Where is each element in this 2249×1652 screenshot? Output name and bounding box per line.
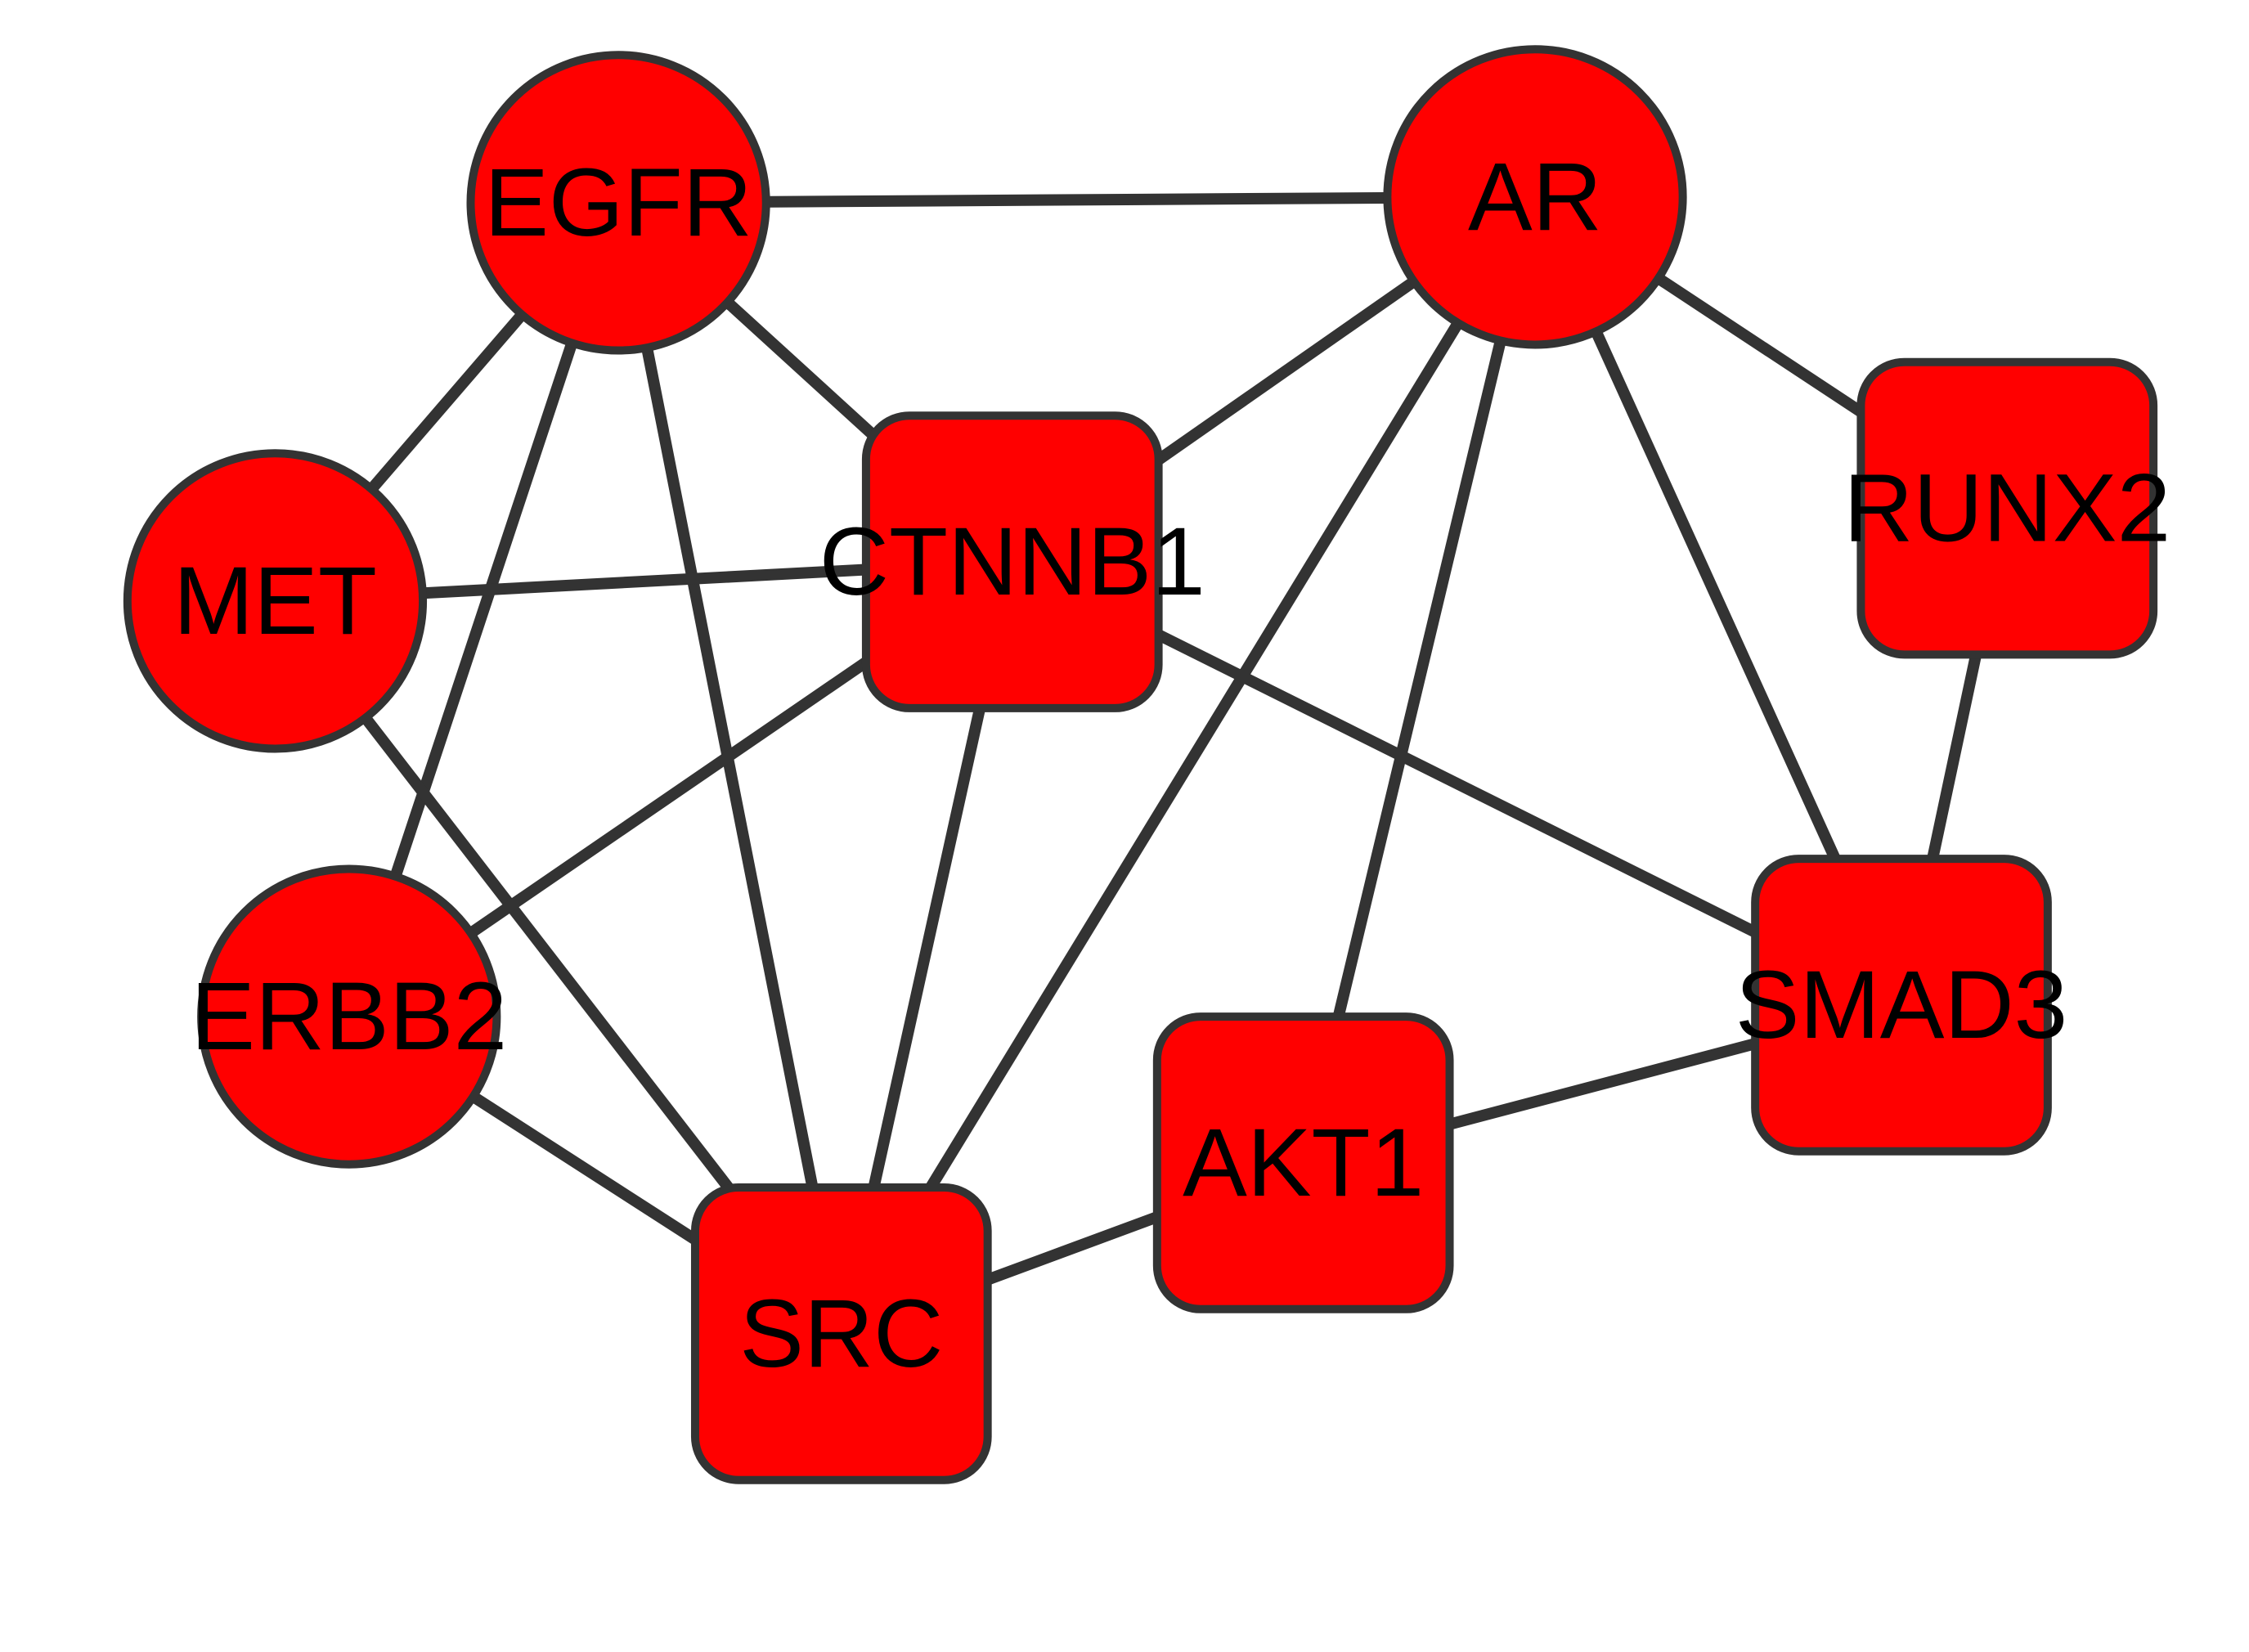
node-label: EGFR: [484, 149, 752, 257]
node-label: AKT1: [1183, 1109, 1424, 1217]
node-rounded-square: [1856, 357, 2158, 659]
node-label: SRC: [739, 1280, 943, 1388]
node-rounded-square: [861, 411, 1163, 712]
node-erbb2[interactable]: ERBB2: [191, 864, 507, 1169]
edge-egfr-ar: [618, 191, 1536, 209]
node-label: AR: [1468, 143, 1602, 251]
node-rounded-square: [690, 1183, 992, 1484]
node-rounded-square: [1152, 1012, 1454, 1313]
edge-ar-akt1: [1297, 195, 1541, 1165]
node-runx2[interactable]: RUNX2: [1843, 357, 2170, 659]
node-label: ERBB2: [191, 963, 507, 1071]
node-ctnnb1[interactable]: CTNNB1: [819, 411, 1205, 712]
node-smad3[interactable]: SMAD3: [1735, 855, 2068, 1156]
node-akt1[interactable]: AKT1: [1152, 1012, 1454, 1313]
node-met[interactable]: MET: [123, 449, 428, 753]
node-ar[interactable]: AR: [1383, 45, 1687, 349]
node-circle: [197, 864, 501, 1169]
node-label: SMAD3: [1735, 951, 2068, 1059]
node-circle: [123, 449, 428, 753]
edge-egfr-src: [613, 201, 847, 1336]
edges-layer: [270, 191, 2013, 1340]
node-circle: [466, 51, 770, 355]
node-circle: [1383, 45, 1687, 349]
node-label: RUNX2: [1843, 455, 2170, 563]
node-egfr[interactable]: EGFR: [466, 51, 770, 355]
node-label: CTNNB1: [819, 508, 1205, 616]
edge-ar-src: [836, 194, 1540, 1337]
node-label: MET: [173, 547, 377, 655]
node-rounded-square: [1751, 855, 2052, 1156]
node-src[interactable]: SRC: [690, 1183, 992, 1484]
